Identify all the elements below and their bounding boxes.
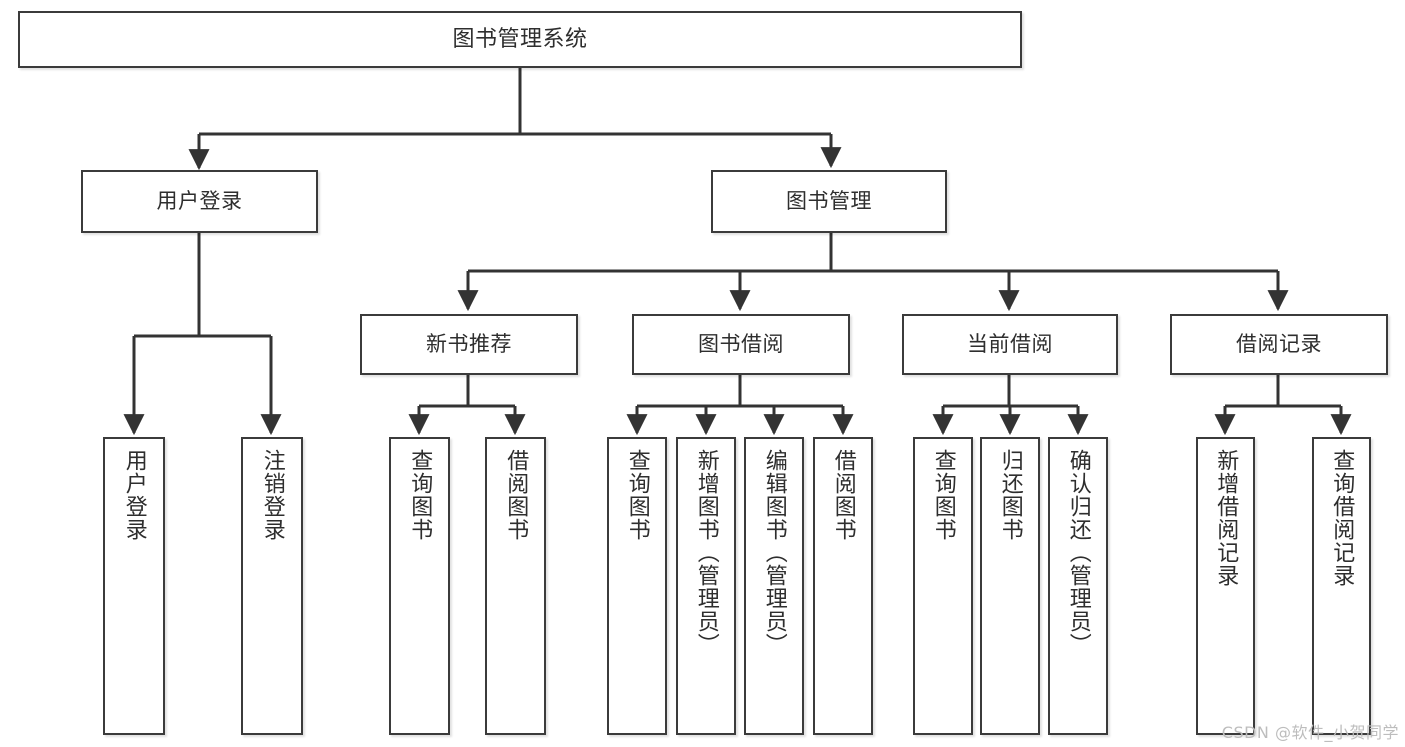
leaf-current-borrow-return[interactable]: 归还图书 [980, 437, 1040, 735]
leaf-borrow-record-add-label: 新增借阅记录 [1213, 449, 1239, 587]
leaf-new-book-borrow-label: 借阅图书 [503, 449, 529, 541]
leaf-new-book-borrow[interactable]: 借阅图书 [485, 437, 546, 735]
leaf-user-login-signin-label: 用户登录 [121, 449, 147, 541]
node-new-book-recommendation[interactable]: 新书推荐 [360, 314, 578, 375]
leaf-user-login-logout[interactable]: 注销登录 [241, 437, 303, 735]
leaf-current-borrow-return-label: 归还图书 [997, 449, 1023, 541]
leaf-book-borrow-borrow[interactable]: 借阅图书 [813, 437, 873, 735]
leaf-book-borrow-query-label: 查询图书 [624, 449, 650, 541]
leaf-current-borrow-confirm-return-label: 确认归还（管理员） [1065, 449, 1091, 656]
leaf-book-borrow-add-label: 新增图书（管理员） [693, 449, 719, 656]
leaf-new-book-query-label: 查询图书 [407, 449, 433, 541]
leaf-user-login-logout-label: 注销登录 [259, 449, 285, 541]
leaf-borrow-record-query-label: 查询借阅记录 [1329, 449, 1355, 587]
leaf-new-book-query[interactable]: 查询图书 [389, 437, 450, 735]
node-current-borrowing-label: 当前借阅 [967, 332, 1053, 357]
leaf-current-borrow-query[interactable]: 查询图书 [913, 437, 973, 735]
node-user-login-label: 用户登录 [156, 189, 243, 214]
leaf-book-borrow-query[interactable]: 查询图书 [607, 437, 667, 735]
leaf-book-borrow-borrow-label: 借阅图书 [830, 449, 856, 541]
leaf-book-borrow-edit-label: 编辑图书（管理员） [761, 449, 787, 656]
node-root-label: 图书管理系统 [452, 26, 588, 52]
node-root[interactable]: 图书管理系统 [18, 11, 1022, 68]
node-book-management-label: 图书管理 [786, 189, 872, 214]
leaf-current-borrow-query-label: 查询图书 [930, 449, 956, 541]
leaf-book-borrow-edit[interactable]: 编辑图书（管理员） [744, 437, 804, 735]
leaf-borrow-record-query[interactable]: 查询借阅记录 [1312, 437, 1371, 735]
leaf-user-login-signin[interactable]: 用户登录 [103, 437, 165, 735]
node-borrow-record[interactable]: 借阅记录 [1170, 314, 1388, 375]
node-new-book-recommendation-label: 新书推荐 [426, 332, 512, 357]
node-book-borrowing-label: 图书借阅 [698, 332, 784, 357]
node-user-login[interactable]: 用户登录 [81, 170, 318, 233]
leaf-book-borrow-add[interactable]: 新增图书（管理员） [676, 437, 736, 735]
node-book-borrowing[interactable]: 图书借阅 [632, 314, 850, 375]
leaf-current-borrow-confirm-return[interactable]: 确认归还（管理员） [1048, 437, 1108, 735]
watermark: CSDN @软件_小贺同学 [1221, 723, 1399, 742]
node-book-management[interactable]: 图书管理 [711, 170, 947, 233]
leaf-borrow-record-add[interactable]: 新增借阅记录 [1196, 437, 1255, 735]
node-borrow-record-label: 借阅记录 [1236, 332, 1322, 357]
node-current-borrowing[interactable]: 当前借阅 [902, 314, 1118, 375]
